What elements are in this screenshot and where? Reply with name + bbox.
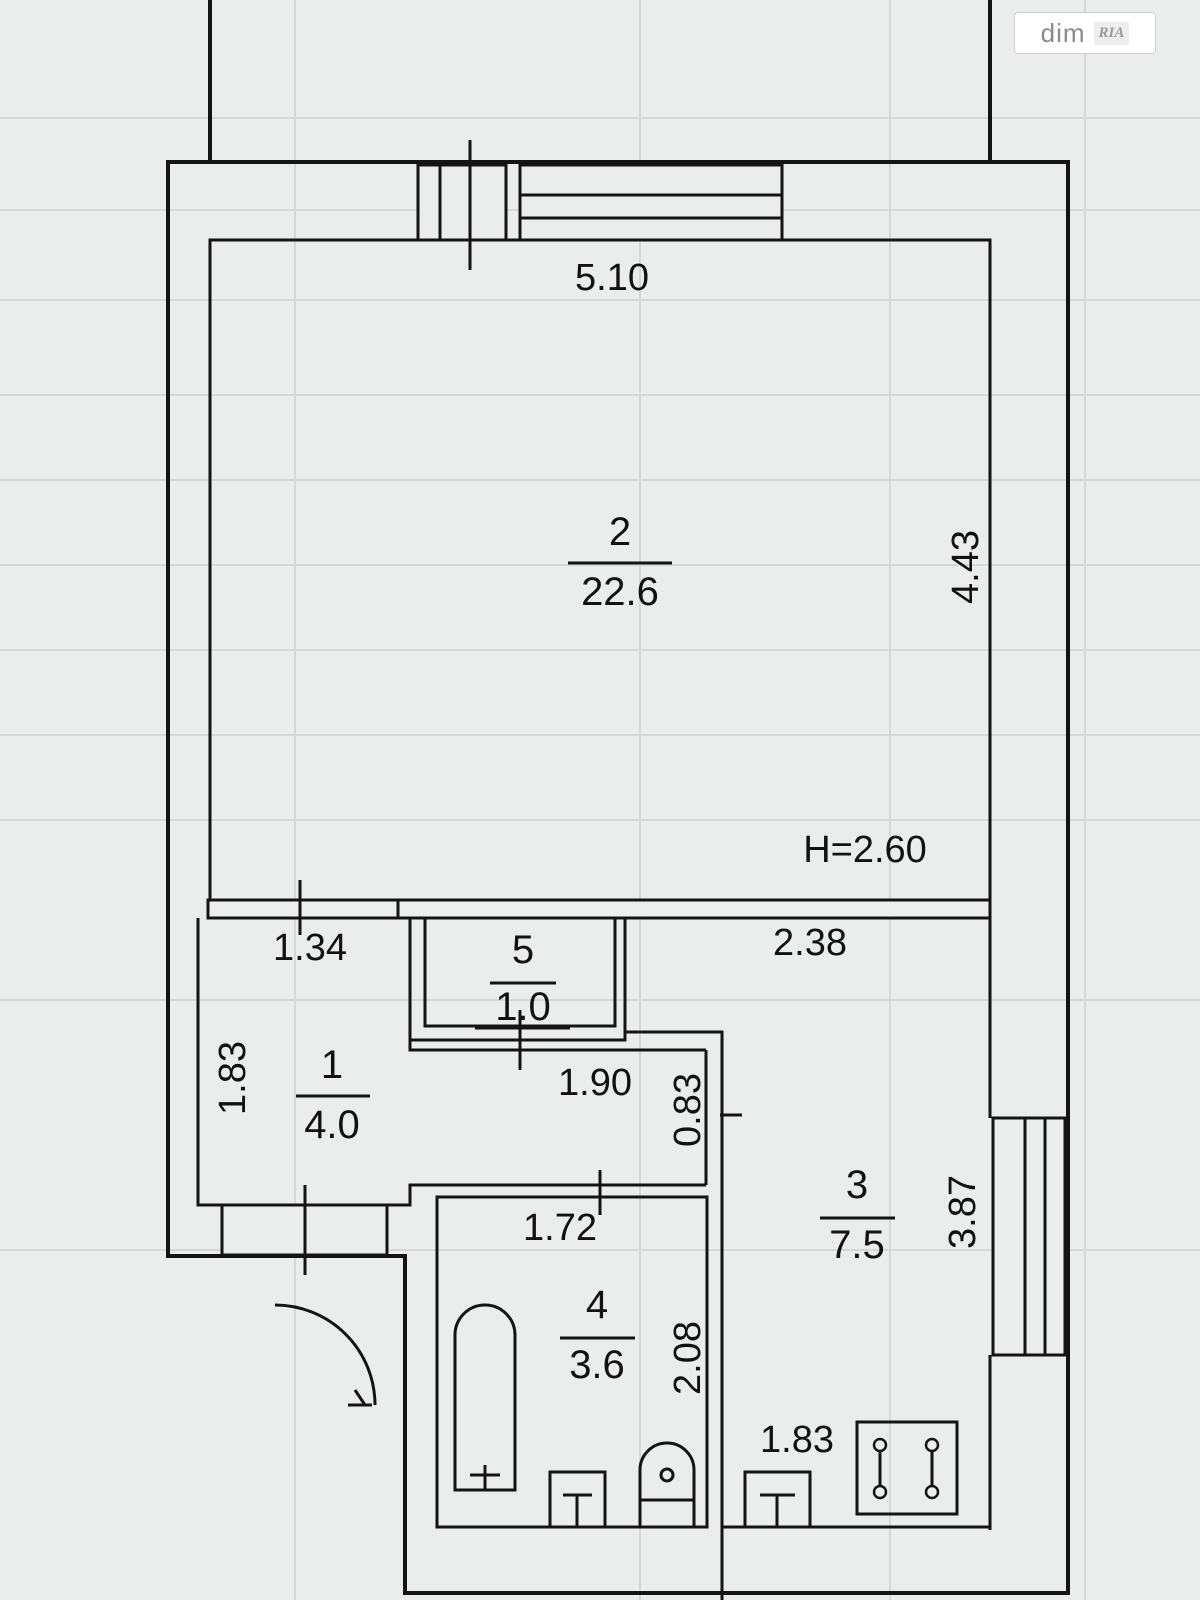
kitchen <box>722 1420 990 1529</box>
window-top-left <box>416 140 508 270</box>
room-labels: 2 22.6 1 4.0 5 1.0 3 7.5 4 3.6 <box>304 510 885 1387</box>
room-5-number: 5 <box>512 928 534 972</box>
bathtub-icon <box>453 1303 517 1492</box>
watermark-badge: RIA <box>1093 21 1130 45</box>
room-1-depth-label: 1.83 <box>212 1041 254 1115</box>
room-1-width-label: 1.34 <box>273 927 347 969</box>
window-right <box>991 1116 1067 1357</box>
room-4-area: 3.6 <box>569 1343 625 1387</box>
dimria-watermark: dim RIA <box>1014 12 1156 54</box>
kitchen-counter-label: 1.83 <box>760 1419 834 1461</box>
room-2-depth-label: 4.43 <box>945 530 987 604</box>
bathroom <box>435 1170 709 1529</box>
corridor-width-label: 1.90 <box>558 1062 632 1104</box>
room-4-depth-label: 2.08 <box>667 1321 709 1395</box>
window-top-right <box>518 163 784 242</box>
entrance-door <box>220 1185 389 1407</box>
room-5-area: 1.0 <box>495 985 551 1029</box>
toilet-icon <box>638 1441 696 1527</box>
room-3-width-label: 2.38 <box>773 922 847 964</box>
room-3-number: 3 <box>846 1163 868 1207</box>
room-2-area: 22.6 <box>581 570 659 614</box>
partition-walls <box>196 880 992 1600</box>
watermark-brand: dim <box>1040 17 1086 48</box>
balcony <box>208 0 992 162</box>
corridor-depth-label: 0.83 <box>667 1073 709 1147</box>
room-2-width-label: 5.10 <box>575 257 649 299</box>
room-1-number: 1 <box>321 1043 343 1087</box>
fraction-bars <box>296 561 895 1340</box>
room-3-depth-label: 3.87 <box>942 1175 984 1249</box>
room-1-area: 4.0 <box>304 1103 360 1147</box>
room-3-area: 7.5 <box>829 1223 885 1267</box>
stove-icon <box>855 1420 959 1516</box>
room-2-number: 2 <box>609 510 631 554</box>
room-4-width-label: 1.72 <box>523 1207 597 1249</box>
room-4-number: 4 <box>586 1283 608 1327</box>
dimension-labels: 5.10 4.43 H=2.60 1.34 1.83 2.38 3.87 1.9… <box>212 257 987 1461</box>
ceiling-height-label: H=2.60 <box>803 829 927 871</box>
